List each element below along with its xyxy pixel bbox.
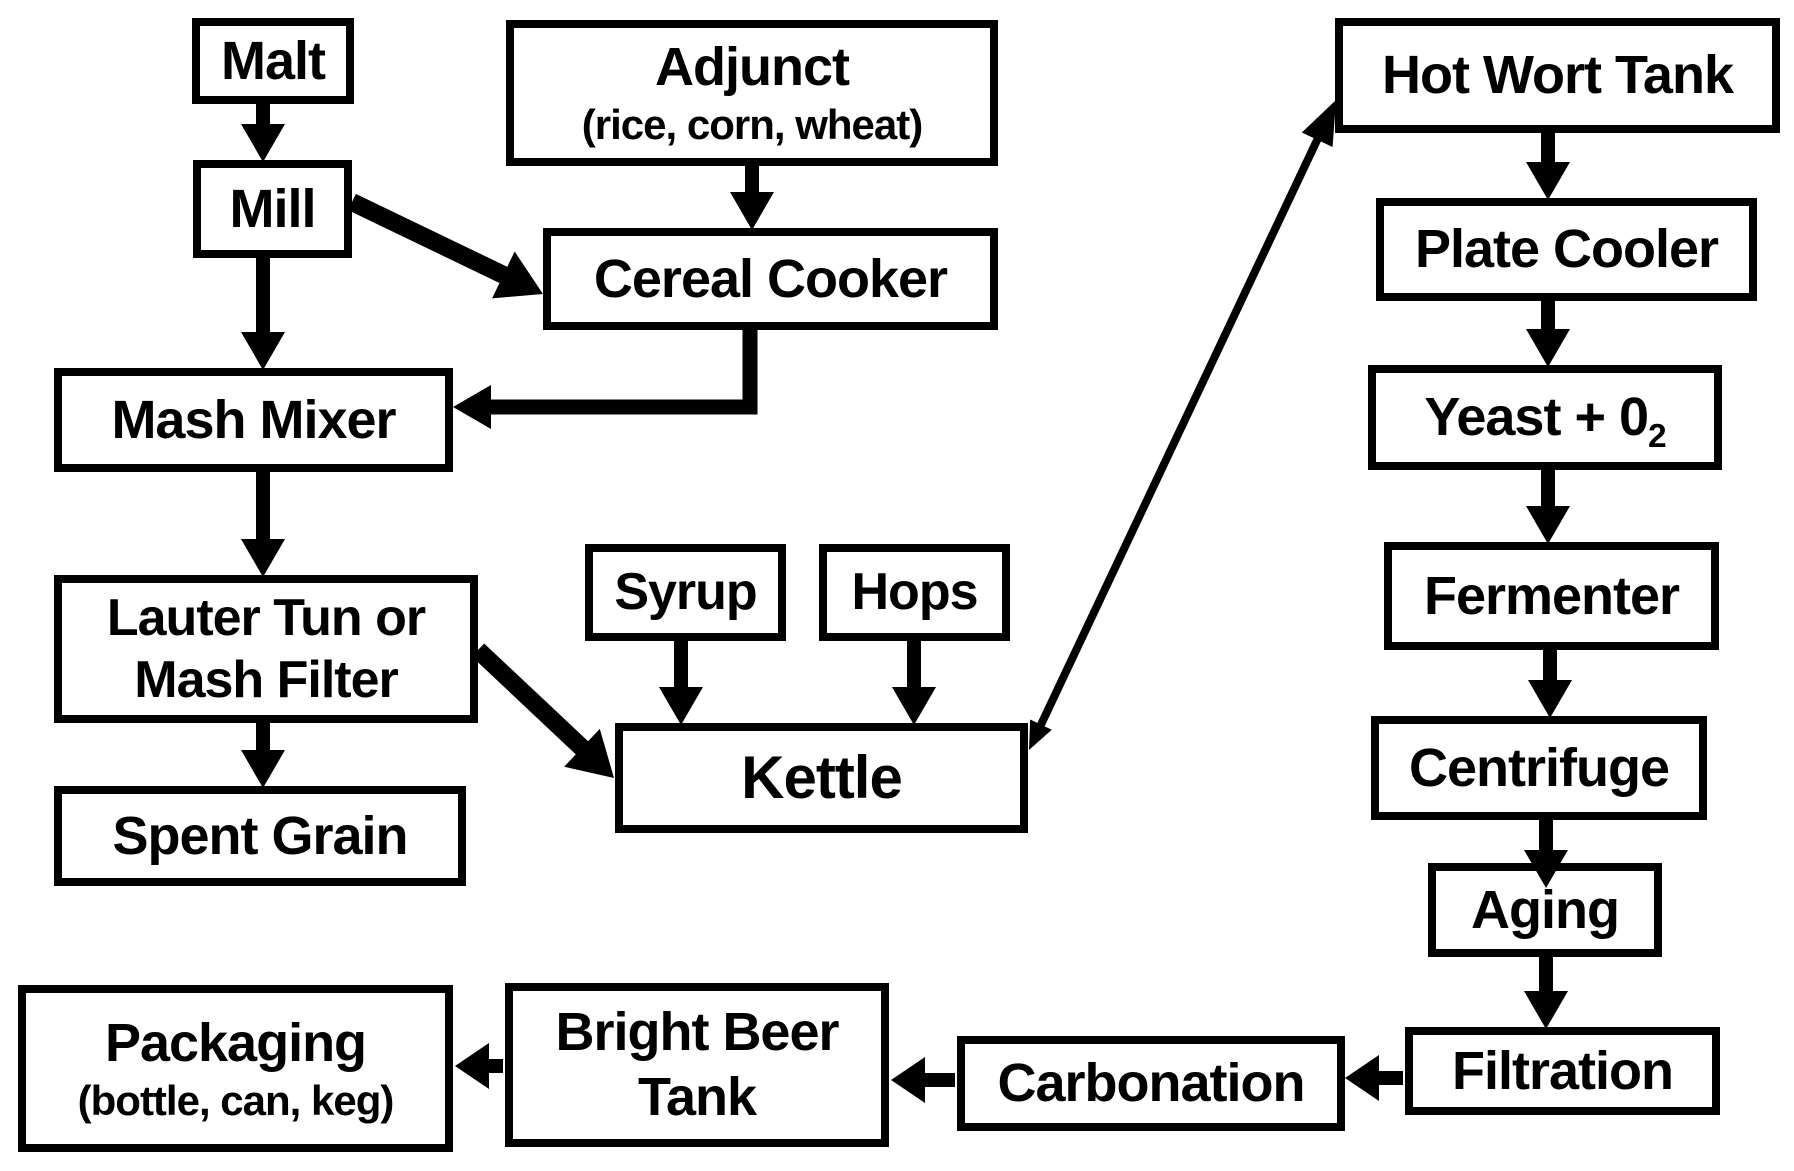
arrow-adjunct-to-cereal-cooker: [730, 166, 774, 230]
arrow-hot-wort-tank-to-plate-cooler: [1526, 133, 1570, 200]
arrow-mill-to-mash-mixer: [241, 258, 285, 370]
node-label: Lauter Tun or: [106, 588, 426, 647]
node-fermenter: Fermenter: [1384, 542, 1719, 650]
arrow-mill-to-cereal-cooker: [348, 193, 543, 299]
arrow-hops-to-kettle: [892, 641, 936, 725]
node-syrup: Syrup: [585, 544, 786, 641]
node-malt: Malt: [192, 18, 354, 104]
arrow-cereal-cooker-to-mash-mixer: [453, 330, 758, 429]
node-carbonation: Carbonation: [957, 1036, 1345, 1131]
node-label-line2: Mash Filter: [134, 651, 398, 709]
node-note: (rice, corn, wheat): [581, 101, 923, 149]
node-label: Bright Beer: [555, 1002, 839, 1063]
arrow-lauter-tun-to-kettle: [471, 643, 614, 778]
node-cereal-cooker: Cereal Cooker: [543, 228, 998, 330]
node-hops: Hops: [819, 544, 1010, 641]
node-adjunct: Adjunct(rice, corn, wheat): [506, 20, 998, 166]
node-label: Kettle: [741, 744, 903, 811]
arrow-filtration-to-carbonation: [1345, 1055, 1403, 1101]
node-label: Packaging: [104, 1012, 367, 1073]
node-label: Malt: [221, 30, 326, 91]
node-label: Aging: [1471, 879, 1620, 940]
arrow-fermenter-to-centrifuge: [1528, 650, 1572, 718]
node-centrifuge: Centrifuge: [1371, 716, 1707, 820]
node-label-subscript: 2: [1648, 417, 1667, 455]
arrow-malt-to-mill: [241, 104, 285, 162]
node-label: Yeast + 0: [1424, 387, 1649, 448]
node-label: Cereal Cooker: [593, 248, 948, 309]
node-label: Plate Cooler: [1414, 219, 1719, 280]
arrow-syrup-to-kettle: [659, 641, 703, 725]
node-mash-mixer: Mash Mixer: [54, 368, 453, 472]
node-plate-cooler: Plate Cooler: [1376, 198, 1757, 301]
arrow-aging-to-filtration: [1524, 957, 1568, 1029]
arrow-mash-mixer-to-lauter-tun: [241, 472, 285, 577]
node-yeast-oxygen: Yeast + 02: [1368, 365, 1722, 470]
node-label: Centrifuge: [1409, 737, 1670, 798]
node-label: Mill: [229, 178, 317, 239]
node-note: (bottle, can, keg): [77, 1076, 395, 1124]
arrow-carbonation-to-bright-beer-tank: [891, 1057, 955, 1103]
node-label: Carbonation: [997, 1053, 1306, 1114]
node-filtration: Filtration: [1405, 1027, 1720, 1115]
node-aging: Aging: [1428, 863, 1662, 957]
node-label: Mash Mixer: [111, 389, 396, 450]
node-label: Spent Grain: [112, 805, 408, 866]
node-packaging: Packaging(bottle, can, keg): [18, 985, 453, 1152]
arrow-plate-cooler-to-yeast-oxygen: [1526, 301, 1570, 367]
node-spent-grain: Spent Grain: [54, 786, 466, 886]
arrow-kettle-to-hot-wort-tank: [1029, 100, 1336, 750]
arrow-lauter-tun-to-spent-grain: [241, 723, 285, 788]
node-label: Syrup: [614, 563, 757, 622]
node-label: Hops: [851, 563, 979, 622]
node-label-line2: Tank: [637, 1067, 757, 1127]
node-kettle: Kettle: [615, 723, 1028, 833]
arrow-yeast-oxygen-to-fermenter: [1526, 470, 1570, 544]
node-label: Adjunct: [655, 37, 850, 98]
node-label: Filtration: [1452, 1040, 1674, 1101]
arrow-bright-beer-tank-to-packaging: [455, 1043, 503, 1089]
node-mill: Mill: [193, 160, 352, 258]
node-hot-wort-tank: Hot Wort Tank: [1335, 18, 1780, 133]
node-label: Fermenter: [1423, 565, 1680, 626]
node-label: Hot Wort Tank: [1382, 45, 1734, 106]
